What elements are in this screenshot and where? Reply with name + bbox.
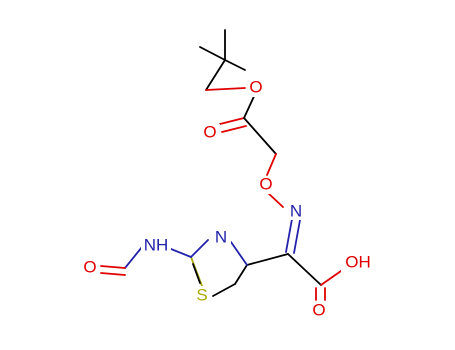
bond-c-thiazole [246,253,289,266]
atom-oxime-n: N [290,201,302,220]
bond-n-c-b [293,219,301,254]
atom-carbonyl-o: O [203,122,216,141]
atom-formyl-o: O [83,257,96,276]
bond-n-c-a [285,218,293,253]
label-bg-ester-o [246,79,266,97]
ring-n3-c4 [230,241,248,266]
bond-tbu-left [199,46,226,61]
label-bg-carbonyl-o [200,124,220,142]
label-bg-formyl-o [80,259,100,277]
atom-acid-oh: OH [345,252,371,271]
bond-c-o-ester [205,87,246,91]
ring-c2-n3 [190,239,209,258]
atom-amide-nh: NH [144,235,169,254]
ring-c4-c5 [234,264,248,285]
ring-c2-s-inner [192,263,201,284]
bond-cho-a [100,265,126,269]
bond-c-cooh [287,253,322,286]
label-bg-acid-oh [341,254,375,272]
bond-nh-cho [124,246,143,269]
label-bg-ring-n [211,229,231,247]
label-bg-oxime-o [256,176,276,194]
bond-c-oh [320,270,342,286]
atom-ring-n: N [215,227,227,246]
bond-o-n [267,192,284,208]
bond-tbu-right [224,59,246,71]
atom-ring-s: S [196,285,207,304]
label-bg-oxime-n [286,202,306,220]
bond-cho-b [100,272,126,276]
bond-carbonyl-a [219,117,245,125]
atom-oxime-o: O [259,174,272,193]
label-bg-ring-s [193,286,211,304]
bond-ch2-o [266,153,277,176]
ring-c5-s [212,283,236,297]
bond-tbu-down [205,59,226,91]
bond-ch2 [243,117,277,155]
bond-carbonyl-b [221,125,247,133]
label-bg-amide-nh [141,237,171,255]
label-bg-acid-o [309,301,329,319]
atom-acid-o: O [312,300,325,319]
atom-ester-o: O [249,77,262,96]
